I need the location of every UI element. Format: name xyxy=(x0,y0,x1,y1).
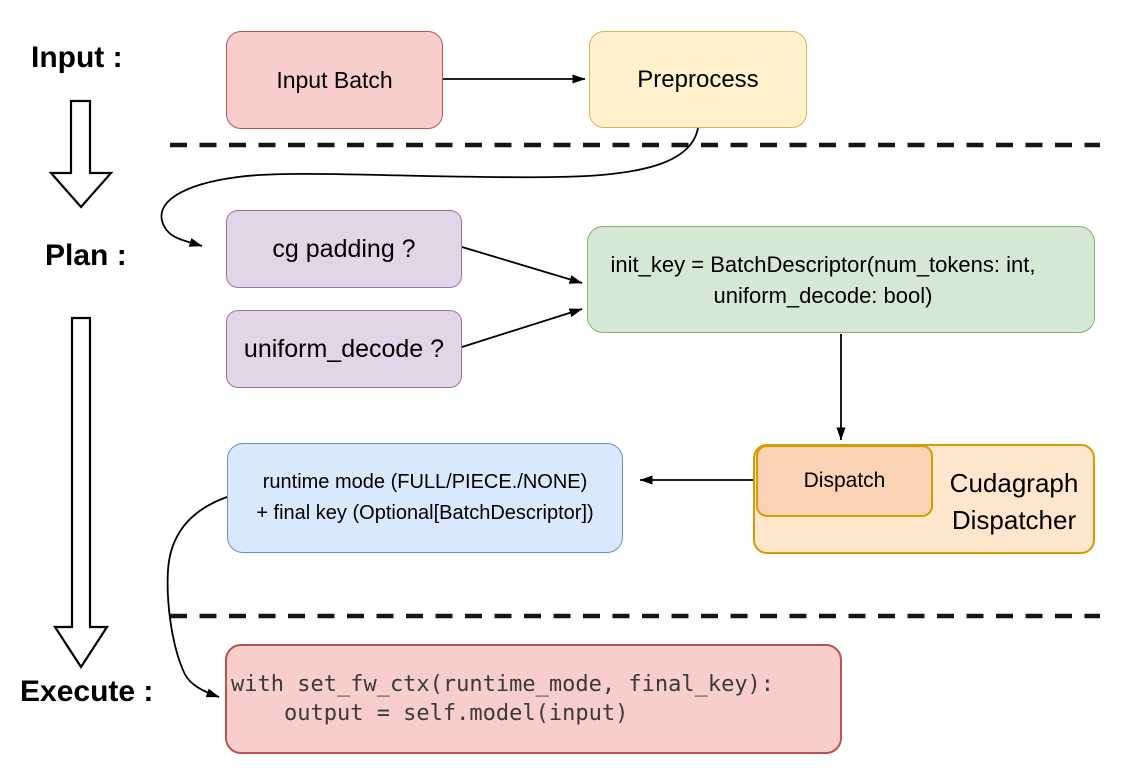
node-preprocess: Preprocess xyxy=(589,31,807,128)
node-uniform-decode: uniform_decode ? xyxy=(226,310,462,388)
curve-runtime-mode-to-execute-code xyxy=(166,496,228,698)
node-input-batch-label: Input Batch xyxy=(276,66,393,93)
arrow-uniform-decode-to-init-key xyxy=(461,308,583,348)
stage-label-input: Input : xyxy=(31,41,123,74)
execute-code-line1: with set_fw_ctx(runtime_mode, final_key)… xyxy=(231,672,775,697)
stage-label-plan: Plan : xyxy=(45,239,127,272)
node-cudagraph-dispatcher-label: Cudagraph Dispatcher xyxy=(931,465,1097,539)
execute-code-line2: output = self.model(input) xyxy=(231,701,629,726)
node-input-batch: Input Batch xyxy=(226,31,443,129)
node-init-key-line1: init_key = BatchDescriptor(num_tokens: i… xyxy=(610,251,1036,277)
arrow-cg-padding-to-init-key xyxy=(461,246,583,284)
curve-preprocess-to-cg-padding xyxy=(160,127,699,247)
node-execute-code: with set_fw_ctx(runtime_mode, final_key)… xyxy=(225,644,842,754)
node-runtime-mode: runtime mode (FULL/PIECE./NONE) + final … xyxy=(227,443,623,553)
node-cg-padding-label: cg padding ? xyxy=(272,234,416,263)
node-init-key-line2: uniform_decode: bool) xyxy=(713,282,933,308)
node-runtime-mode-line1: runtime mode (FULL/PIECE./NONE) xyxy=(262,471,588,493)
node-dispatch: Dispatch xyxy=(756,445,933,517)
stage-label-execute: Execute : xyxy=(20,675,154,708)
node-uniform-decode-label: uniform_decode ? xyxy=(243,334,445,363)
node-runtime-mode-line2: + final key (Optional[BatchDescriptor]) xyxy=(256,502,594,524)
node-init-key: init_key = BatchDescriptor(num_tokens: i… xyxy=(587,226,1095,333)
block-arrow-plan-to-execute xyxy=(52,316,110,670)
node-preprocess-label: Preprocess xyxy=(637,65,759,93)
node-cudagraph-line1: Cudagraph xyxy=(949,468,1079,498)
node-cudagraph-line2: Dispatcher xyxy=(951,505,1077,535)
block-arrow-input-to-plan xyxy=(48,99,114,209)
node-dispatch-label: Dispatch xyxy=(803,469,886,492)
node-cg-padding: cg padding ? xyxy=(226,210,462,288)
